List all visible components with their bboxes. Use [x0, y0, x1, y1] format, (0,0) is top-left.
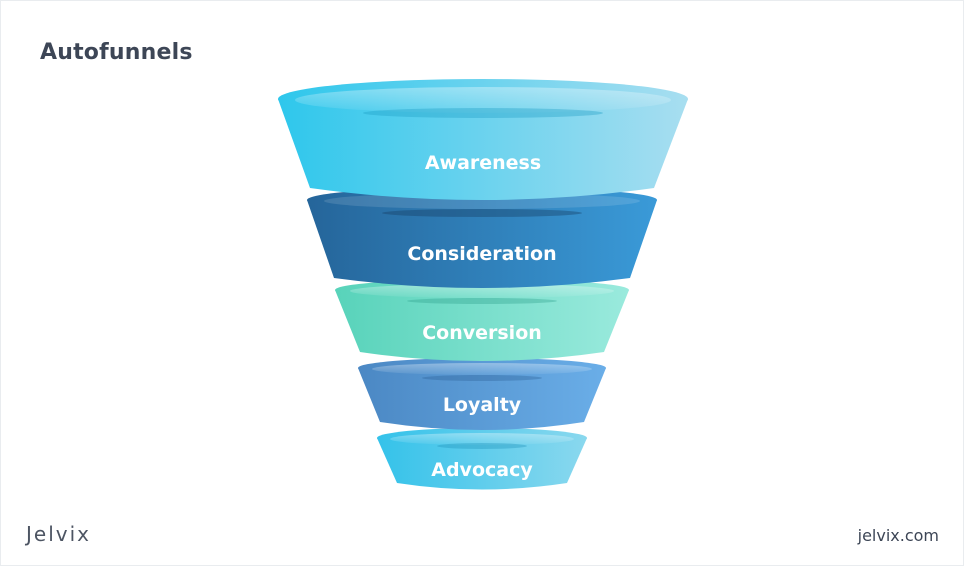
- stage-consideration: Consideration: [307, 187, 657, 288]
- stage-label-loyalty: Loyalty: [443, 394, 522, 416]
- stage-label-advocacy: Advocacy: [431, 459, 533, 481]
- stage-advocacy: Advocacy: [377, 428, 587, 490]
- stage-conversion: Conversion: [335, 279, 629, 361]
- brand-logo: Jelvix: [26, 522, 91, 546]
- stage-label-consideration: Consideration: [407, 243, 556, 265]
- stage-loyalty: Loyalty: [358, 358, 606, 430]
- stage-awareness: Awareness: [278, 79, 688, 200]
- stage-label-awareness: Awareness: [425, 152, 541, 174]
- stage-label-conversion: Conversion: [422, 322, 542, 344]
- page-title: Autofunnels: [40, 40, 193, 65]
- site-url: jelvix.com: [857, 526, 939, 545]
